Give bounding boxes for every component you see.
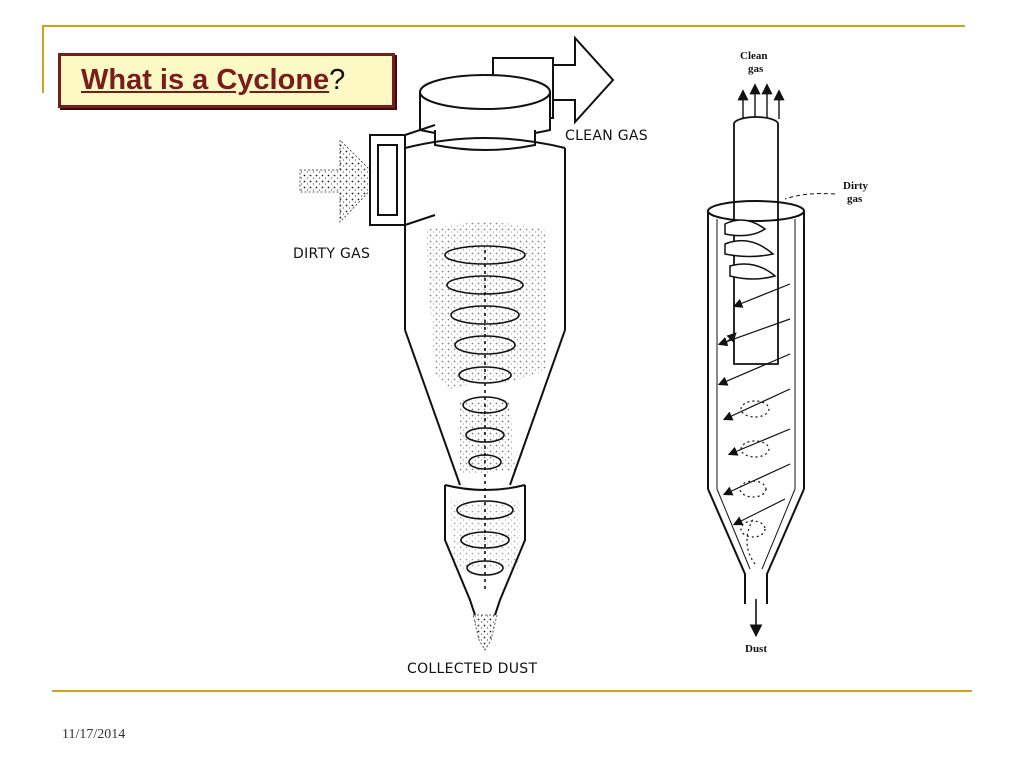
cyclone-cutaway-diagram: CLEAN GAS DIRTY GAS COLLECTED DUST	[293, 35, 648, 677]
label-dirty-gas-line2: gas	[847, 193, 863, 205]
label-dirty-gas: DIRTY GAS	[293, 246, 370, 262]
dust-exit-plume	[472, 614, 498, 651]
cyclone-top-cap	[419, 74, 551, 151]
label-clean-gas-line1: Clean	[740, 50, 768, 62]
inner-vortex-loops	[739, 400, 770, 565]
left-accent-rule	[42, 25, 44, 93]
footer-date: 11/17/2014	[62, 727, 126, 742]
slide-title-suffix: ?	[329, 64, 346, 96]
cyclone-flow-schematic: Clean gas Dirty gas Dust	[707, 50, 869, 655]
dirty-gas-inlet-arrow	[299, 139, 381, 223]
vortex-spiral	[444, 245, 526, 590]
label-dust: Dust	[745, 643, 767, 655]
label-clean-gas-line2: gas	[748, 63, 764, 75]
label-clean-gas: CLEAN GAS	[565, 128, 648, 144]
top-accent-rule	[42, 25, 965, 27]
inlet-swirl-vanes	[724, 219, 777, 280]
inlet-duct	[369, 124, 436, 226]
clean-gas-arrows	[737, 83, 785, 119]
slide-title: What is a Cyclone	[81, 64, 330, 96]
outer-cylinder	[707, 200, 805, 604]
label-dirty-gas-line1: Dirty	[843, 180, 869, 192]
swirl-flow-arrows	[717, 283, 791, 526]
slide-title-box: What is a Cyclone?	[58, 53, 395, 108]
label-collected-dust: COLLECTED DUST	[407, 661, 537, 677]
dirty-gas-leader-line	[784, 193, 836, 200]
bottom-accent-rule	[52, 690, 972, 692]
